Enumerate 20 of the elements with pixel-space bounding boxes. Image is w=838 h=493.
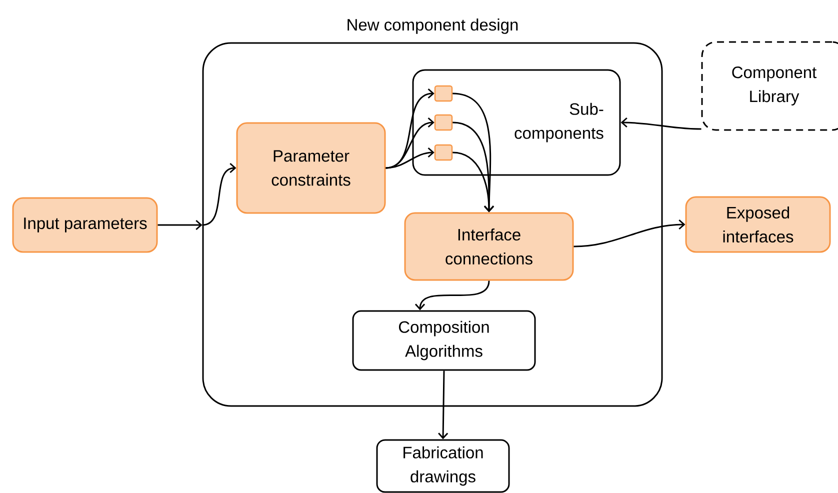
group-box: Sub-components: [412, 69, 621, 176]
arrow: [574, 219, 686, 248]
arrow: [386, 147, 434, 169]
process-box: Exposed interfaces: [685, 196, 831, 253]
arrow: [158, 220, 202, 230]
library-box: Component Library: [701, 41, 838, 131]
process-box: Composition Algorithms: [352, 310, 536, 371]
arrow: [620, 117, 702, 130]
port-square: [434, 85, 453, 102]
arrow: [414, 280, 490, 310]
process-box: Input parameters: [12, 197, 158, 253]
process-box: Interface connections: [404, 212, 574, 281]
arrow: [452, 152, 494, 212]
node-label: New component design: [348, 18, 518, 34]
process-box: Fabrication drawings: [376, 439, 510, 493]
port-square: [434, 144, 453, 161]
arrow: [438, 370, 448, 440]
process-box: Parameter constraints: [236, 122, 386, 214]
arrow: [202, 162, 236, 226]
port-square: [434, 114, 453, 131]
